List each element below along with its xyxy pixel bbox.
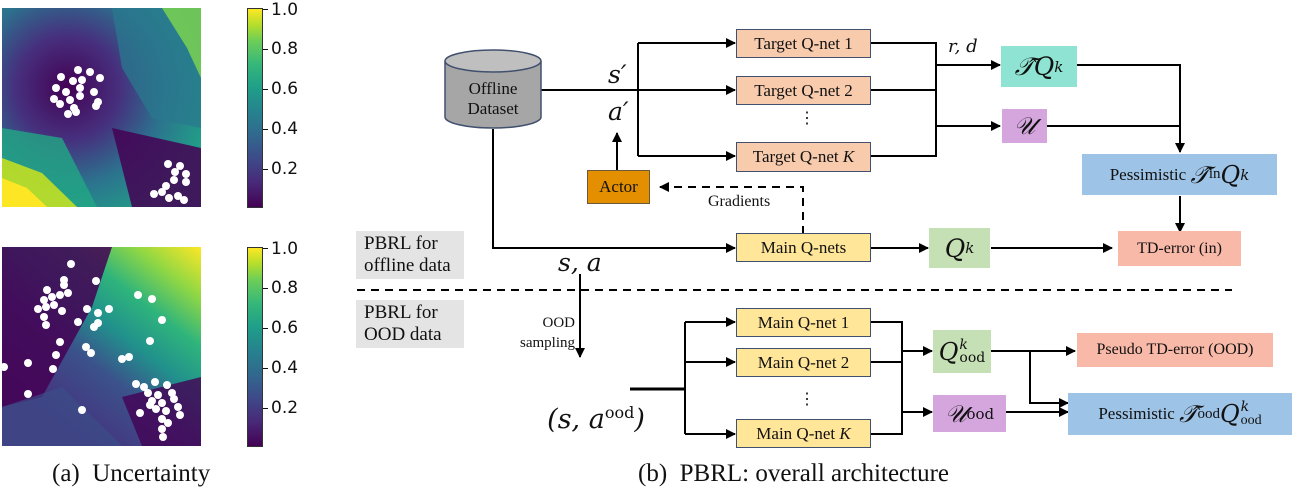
- heatmap-bottom-canvas: [2, 247, 201, 446]
- target-qnets-ellipsis: ⋮: [799, 110, 815, 127]
- uncertainty-heatmap-top: [2, 8, 201, 207]
- label-s-a-ood: (s, aood): [547, 403, 645, 435]
- label-gradients: Gradients: [708, 193, 771, 210]
- colorbar-tick: 0.6: [271, 79, 299, 99]
- uncertainty-box: 𝒰: [1002, 109, 1047, 143]
- uncertainty-heatmap-bottom: [2, 247, 201, 446]
- colorbar-tick: 0.4: [271, 358, 299, 378]
- label-s-prime: s′: [608, 60, 627, 89]
- colorbar-tick: 0.8: [271, 278, 299, 298]
- actor: Actor: [587, 170, 650, 204]
- colorbar-top: [247, 8, 263, 208]
- heatmap-top-canvas: [2, 8, 201, 207]
- target-qnet-k: Target Q-net K: [736, 142, 871, 172]
- colorbar-tick: 1.0: [271, 239, 299, 259]
- section-label-offline: PBRL for offline data: [356, 231, 464, 279]
- colorbar-tick: 0.2: [271, 159, 299, 179]
- main-qnet-2: Main Q-net 2: [736, 348, 871, 377]
- database-icon: [444, 49, 542, 129]
- colorbar-tick: 0.8: [271, 39, 299, 59]
- colorbar-tick: 0.4: [271, 119, 299, 139]
- main-qnet-k: Main Q-net K: [736, 419, 871, 448]
- colorbar-tick: 0.6: [271, 318, 299, 338]
- label-r-d: r, d: [948, 36, 978, 57]
- colorbar-bottom: [247, 247, 263, 447]
- label-a-prime: a′: [608, 97, 629, 126]
- pseudo-td-error-box: Pseudo TD-error (OOD): [1077, 333, 1273, 367]
- offline-dataset-label: Offline Dataset: [467, 79, 519, 118]
- caption-b: (b) PBRL: overall architecture: [638, 460, 949, 487]
- colorbar-tick: 0.2: [271, 398, 299, 418]
- main-qnet-1: Main Q-net 1: [736, 308, 871, 337]
- edge-gradients: [659, 182, 804, 234]
- target-qnet-2: Target Q-net 2: [736, 76, 871, 105]
- main-qnets: Main Q-nets: [736, 233, 871, 262]
- label-s-a: s, a: [558, 248, 602, 277]
- label-ood-sampling: OOD sampling: [520, 315, 575, 351]
- section-label-ood: PBRL for OOD data: [356, 300, 464, 348]
- target-qnet-1: Target Q-net 1: [736, 29, 871, 58]
- offline-dataset: Offline Dataset: [443, 48, 543, 130]
- td-error-in-box: TD-error (in): [1118, 231, 1241, 266]
- colorbar-tick: 1.0: [271, 0, 299, 20]
- main-qnets-ellipsis: ⋮: [799, 391, 815, 408]
- caption-a: (a) Uncertainty: [52, 460, 211, 487]
